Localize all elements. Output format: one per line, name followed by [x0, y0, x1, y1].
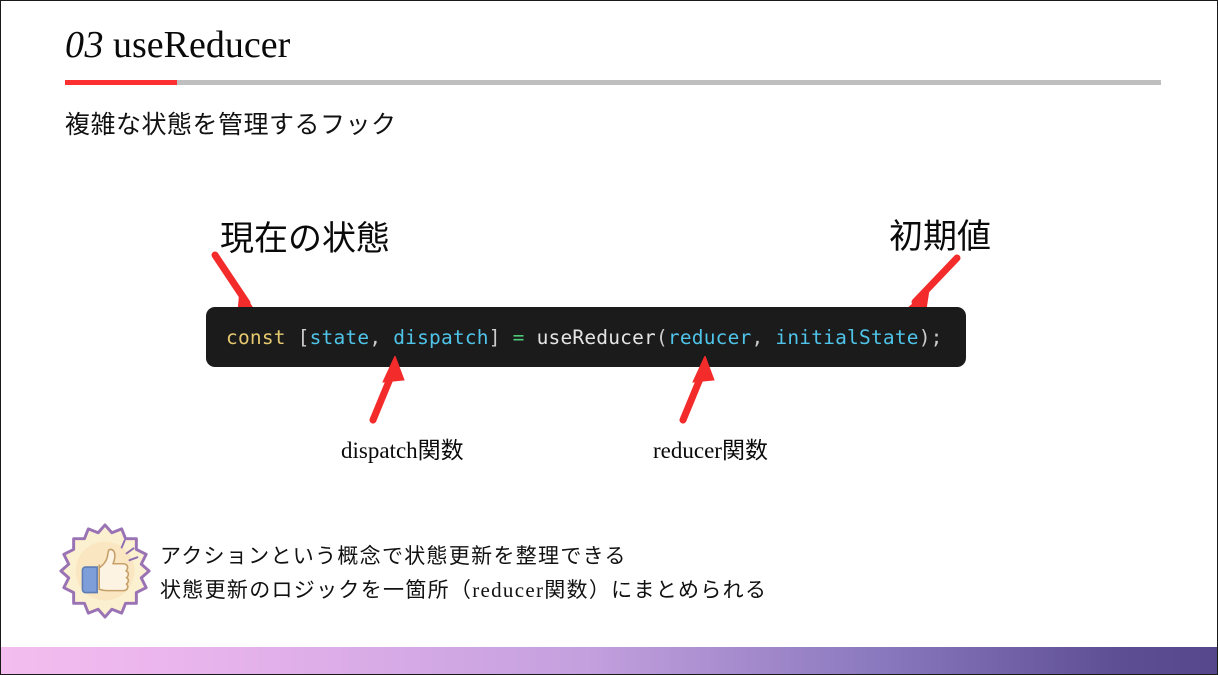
code-token-semicolon: ;: [930, 325, 943, 349]
callout-reducer-label: reducer関数: [653, 438, 768, 463]
code-token-initialstate: initialState: [775, 325, 919, 349]
footer-gradient-bar: [1, 647, 1217, 674]
title-text: useReducer: [113, 24, 291, 66]
code-token-comma-2: ,: [751, 325, 764, 349]
code-token-comma-1: ,: [369, 325, 382, 349]
thumbs-up-badge-icon: [56, 522, 154, 620]
title-divider-accent: [65, 80, 177, 85]
code-token-paren-close: ): [918, 325, 931, 349]
code-token-const: const: [226, 325, 286, 349]
code-token-usereducer: useReducer: [536, 325, 656, 349]
code-token-bracket-close: ]: [488, 325, 501, 349]
code-token-bracket-open: [: [297, 325, 310, 349]
callout-current-state-label: 現在の状態: [220, 221, 390, 258]
code-token-state: state: [309, 325, 370, 349]
subtitle: 複雑な状態を管理するフック: [65, 112, 397, 139]
title-number: 03: [65, 24, 104, 66]
code-block: const [state, dispatch] = useReducer(red…: [206, 307, 966, 367]
note-line-2: 状態更新のロジックを一箇所（reducer関数）にまとめられる: [160, 578, 768, 602]
callout-dispatch-label: dispatch関数: [341, 438, 464, 463]
code-token-equals: =: [512, 325, 525, 349]
code-token-paren-open: (: [655, 325, 668, 349]
code-token-dispatch: dispatch: [393, 325, 489, 349]
code-line: const [state, dispatch] = useReducer(red…: [226, 326, 943, 349]
note-text: アクションという概念で状態更新を整理できる 状態更新のロジックを一箇所（redu…: [160, 539, 767, 607]
note-line-1: アクションという概念で状態更新を整理できる: [160, 543, 627, 568]
callout-initial-value-label: 初期値: [889, 219, 991, 256]
code-token-reducer: reducer: [667, 325, 752, 349]
note-block: アクションという概念で状態更新を整理できる 状態更新のロジックを一箇所（redu…: [56, 522, 767, 620]
title-divider: [65, 80, 1161, 85]
